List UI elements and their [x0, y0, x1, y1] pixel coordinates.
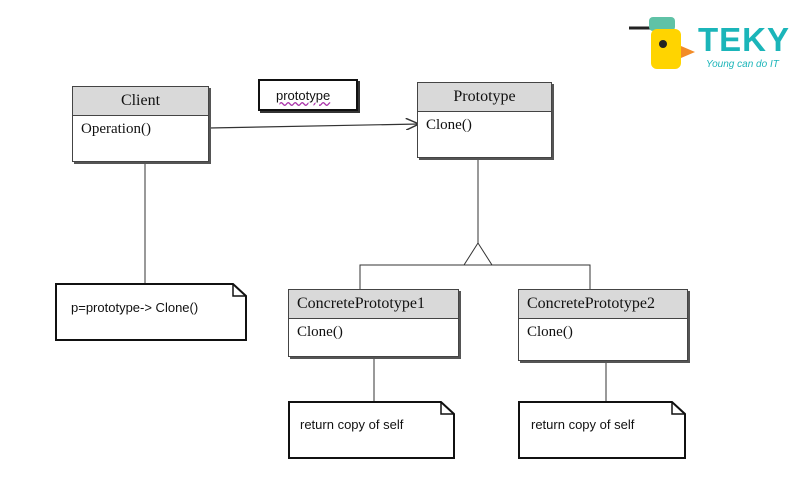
- brand-name: TEKY: [698, 21, 791, 58]
- pattern-label-text: prototype: [276, 88, 331, 103]
- concrete-prototype2-name: ConcretePrototype2: [519, 290, 687, 319]
- client-note-text: p=prototype-> Clone(): [71, 300, 199, 315]
- association-arrow: [208, 124, 419, 128]
- concrete-prototype1-class[interactable]: ConcretePrototype1 Clone(): [288, 289, 459, 357]
- concrete1-note-text: return copy of self: [300, 417, 404, 432]
- pattern-label: prototype: [258, 79, 358, 111]
- prototype-operation: Clone(): [426, 117, 472, 133]
- prototype-class-name: Prototype: [418, 83, 551, 112]
- note-shape-icon: [55, 283, 247, 341]
- client-note[interactable]: p=prototype-> Clone(): [55, 283, 247, 341]
- client-operation: Operation(): [81, 121, 151, 137]
- teky-logo-icon: [629, 17, 695, 69]
- concrete-prototype2-class[interactable]: ConcretePrototype2 Clone(): [518, 289, 688, 361]
- concrete2-note[interactable]: return copy of self: [518, 401, 686, 459]
- inheritance-triangle: [463, 242, 493, 266]
- note-shape-icon: [288, 401, 455, 459]
- brand-tagline: Young can do IT: [706, 59, 779, 70]
- concrete-prototype2-operation: Clone(): [527, 324, 573, 340]
- concrete1-note[interactable]: return copy of self: [288, 401, 455, 459]
- prototype-class[interactable]: Prototype Clone(): [417, 82, 552, 158]
- client-class[interactable]: Client Operation(): [72, 86, 209, 162]
- note-shape-icon: [518, 401, 686, 459]
- concrete2-note-text: return copy of self: [531, 417, 635, 432]
- concrete-prototype1-operation: Clone(): [297, 324, 343, 340]
- concrete-prototype1-name: ConcretePrototype1: [289, 290, 458, 319]
- inheritance-branches: [359, 264, 591, 289]
- client-class-name: Client: [73, 87, 208, 116]
